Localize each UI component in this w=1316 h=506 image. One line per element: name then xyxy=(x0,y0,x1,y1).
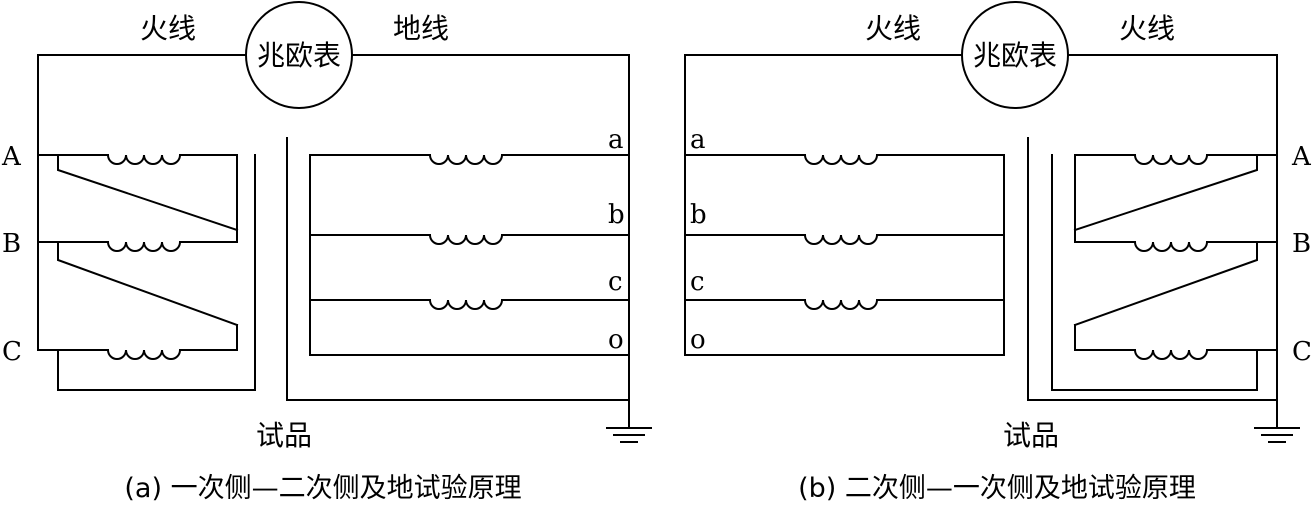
primary-terminal-B-b: B xyxy=(1292,229,1311,259)
megohmmeter-label-b: 兆欧表 xyxy=(973,39,1057,72)
delta-link-b-bc xyxy=(1073,241,1258,327)
primary-short-loop-a xyxy=(57,154,256,391)
live-wire-b-left xyxy=(684,54,963,156)
core-tank-b xyxy=(1027,137,1278,401)
coil-secondary-a xyxy=(429,154,503,165)
secondary-terminal-b: b xyxy=(608,200,625,230)
coil-secondary-b-b xyxy=(804,234,878,245)
coil-primary-b xyxy=(107,241,181,252)
primary-short-loop-b xyxy=(1051,154,1258,391)
coil-primary-b-c xyxy=(1134,349,1208,360)
megohmmeter-a xyxy=(245,1,353,109)
live-wire-label-a: 火线 xyxy=(140,12,196,45)
caption-a: (a) 一次侧—二次侧及地试验原理 xyxy=(124,473,521,504)
coil-secondary-c xyxy=(429,299,503,310)
megohmmeter-label-a: 兆欧表 xyxy=(257,39,341,72)
primary-terminal-C-b: C xyxy=(1292,337,1312,367)
secondary-terminal-c-b: c xyxy=(690,267,705,297)
live-wire-a xyxy=(37,54,247,156)
coil-secondary-b-c xyxy=(804,299,878,310)
delta-link-bc xyxy=(57,241,239,327)
coil-primary-c xyxy=(107,349,181,360)
secondary-terminal-o-b: o xyxy=(690,325,706,355)
delta-link-ab xyxy=(57,154,239,232)
specimen-label-a: 试品 xyxy=(256,419,312,452)
primary-winding-c-right xyxy=(179,324,238,351)
coil-secondary-b xyxy=(429,234,503,245)
ground-wire-label-a: 地线 xyxy=(393,12,449,45)
live-wire-label-b-right: 火线 xyxy=(1119,12,1175,45)
delta-link-b-ab xyxy=(1073,154,1258,232)
secondary-terminal-c: c xyxy=(608,267,623,297)
live-wire-b-right xyxy=(1067,54,1278,406)
specimen-label-b: 试品 xyxy=(1003,419,1059,452)
primary-terminal-A-b: A xyxy=(1291,142,1312,172)
secondary-terminal-o: o xyxy=(608,325,624,355)
ground-symbol-a xyxy=(606,404,652,443)
live-wire-label-b-left: 火线 xyxy=(865,12,921,45)
secondary-terminal-b-b: b xyxy=(690,200,707,230)
primary-winding-b-a-left xyxy=(1074,154,1136,243)
ground-symbol-b xyxy=(1254,404,1300,443)
primary-terminal-C: C xyxy=(2,337,22,367)
primary-terminal-B: B xyxy=(2,229,21,259)
diagram-b: 兆欧表 火线 火线 a b c o xyxy=(684,1,1312,504)
diagram-a: 兆欧表 火线 地线 A B C xyxy=(1,1,652,504)
coil-secondary-b-a xyxy=(804,154,878,165)
coil-primary-a xyxy=(107,154,181,165)
core-tank-a xyxy=(286,137,630,401)
caption-b: (b) 二次侧—一次侧及地试验原理 xyxy=(798,473,1196,504)
coil-primary-b-b xyxy=(1134,241,1208,252)
primary-winding-b-c-left xyxy=(1074,324,1136,351)
ground-wire-a xyxy=(351,54,630,406)
coil-primary-b-a xyxy=(1134,154,1208,165)
secondary-terminal-a: a xyxy=(608,125,624,155)
primary-terminal-A: A xyxy=(1,142,22,172)
megohmmeter-b xyxy=(961,1,1069,109)
primary-winding-a-right xyxy=(179,154,238,243)
secondary-terminal-a-b: a xyxy=(690,125,706,155)
